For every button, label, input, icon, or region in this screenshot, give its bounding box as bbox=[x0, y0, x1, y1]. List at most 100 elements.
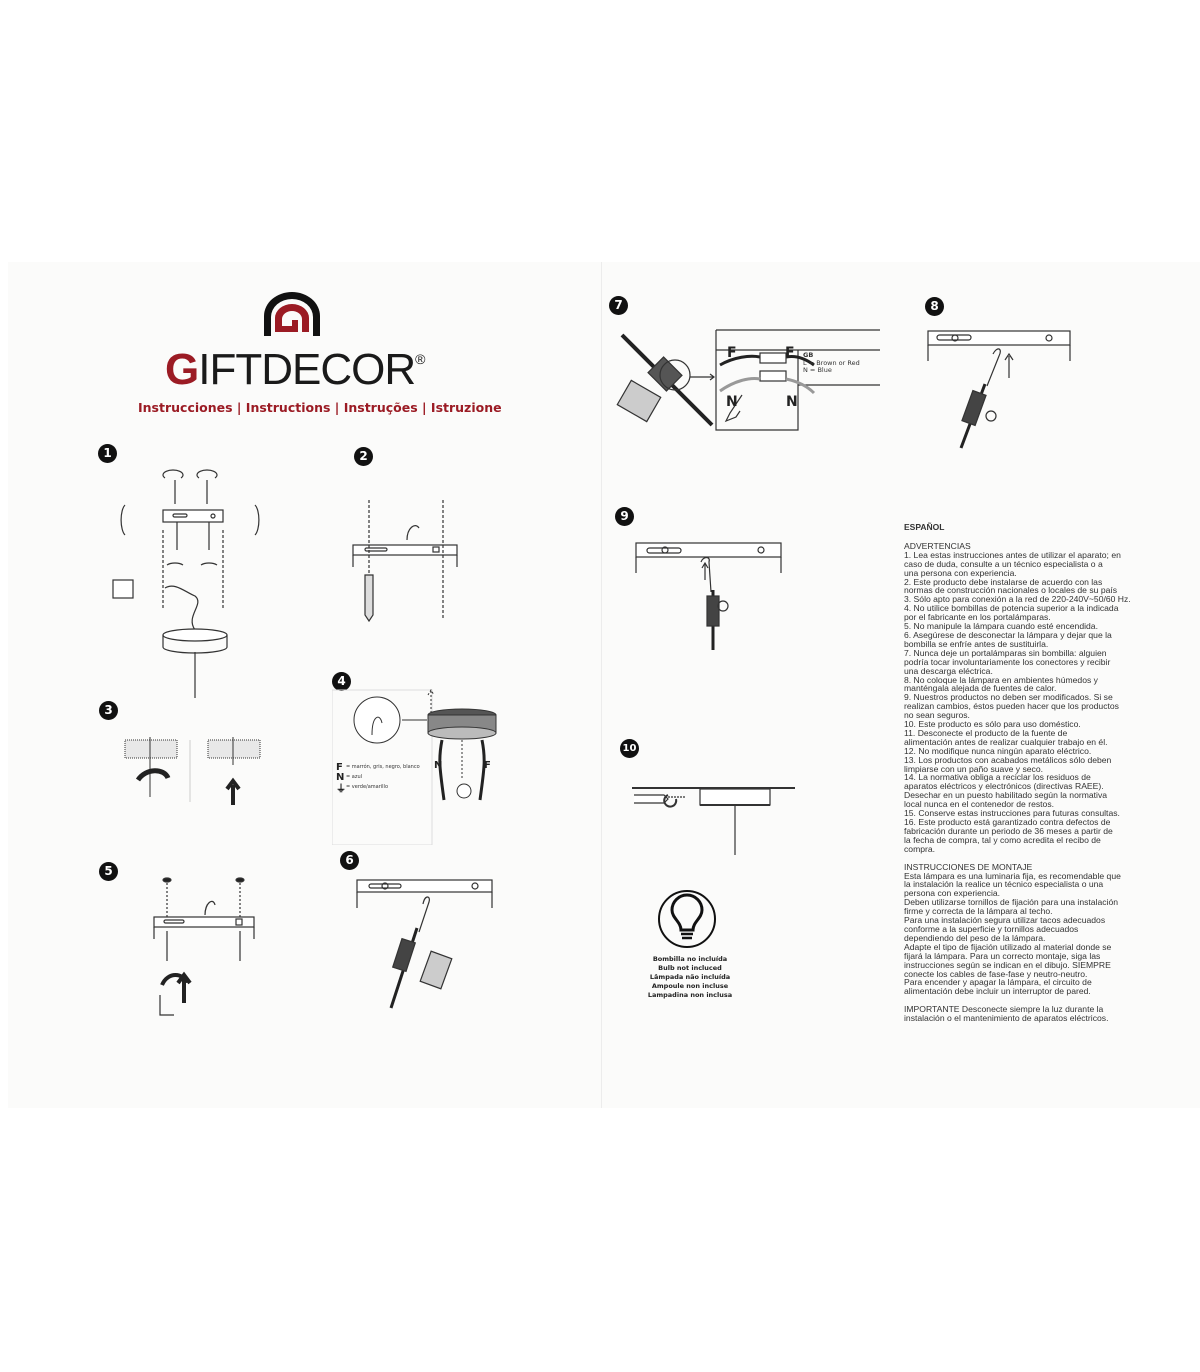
text-line: Deben utilizarse tornillos de fijación p… bbox=[904, 897, 1119, 908]
giftdecor-logo-icon bbox=[264, 292, 320, 336]
neutral-symbol: N bbox=[336, 771, 345, 783]
text-line: dependiendo del peso de la lámpara. bbox=[904, 932, 1046, 943]
bulb-note-pt: Lâmpada não incluída bbox=[649, 973, 731, 982]
text-line: 2. Este producto debe instalarse de acue… bbox=[904, 576, 1103, 587]
step-6-marker: 6 bbox=[340, 851, 359, 870]
bulb-note-es: Bombilla no incluída bbox=[652, 955, 728, 963]
text-line: compra. bbox=[904, 843, 936, 854]
bulb-note-it: Lampadina non inclusa bbox=[647, 991, 733, 1000]
phase-colors: = marrón, gris, negro, blanco bbox=[346, 764, 420, 770]
step-10-marker: 10 bbox=[620, 739, 639, 758]
step-1-marker: 1 bbox=[98, 444, 117, 463]
brand-rest: IFTDECOR bbox=[198, 345, 416, 394]
bulb-note-en: Bulb not incluced bbox=[658, 964, 722, 973]
text-line: Esta lámpara es una luminaria fija, es r… bbox=[904, 870, 1121, 881]
text-line: firme y correcta de la lámpara al techo. bbox=[904, 906, 1053, 917]
text-line: 11. Desconecte el producto de la fuente … bbox=[904, 727, 1068, 738]
step-5-illustration bbox=[153, 877, 255, 1016]
text-line: ADVERTENCIAS bbox=[904, 540, 971, 551]
text-line: podría tocar involuntariamente los conec… bbox=[904, 656, 1111, 667]
text-line: IMPORTANTE Desconecte siempre la luz dur… bbox=[904, 1004, 1104, 1015]
step-8-illustration bbox=[927, 330, 1071, 449]
text-line: aparatos eléctricos y electrónicos (dire… bbox=[904, 781, 1104, 792]
text-line: alimentación antes de realizar cualquier… bbox=[904, 736, 1108, 747]
step-3-illustration bbox=[124, 737, 261, 805]
important-section: IMPORTANTE Desconecte siempre la luz dur… bbox=[904, 1005, 1164, 1023]
step-7-n-right: N bbox=[786, 394, 798, 410]
text-line: realizan cambios, éstos pueden hacer que… bbox=[904, 701, 1119, 712]
bulb-note-fr: Ampoule non incluse bbox=[651, 982, 729, 991]
text-line: instrucciones según se indican en el dib… bbox=[904, 959, 1111, 970]
step-4-marker: 4 bbox=[332, 672, 351, 691]
text-line: local nunca en el contenedor de restos. bbox=[904, 799, 1055, 810]
text-line: Desechar en un puesto habilitado según l… bbox=[904, 790, 1108, 801]
step-2-illustration bbox=[352, 500, 458, 623]
text-line: INSTRUCCIONES DE MONTAJE bbox=[904, 861, 1033, 872]
step-4-f-label: F bbox=[484, 760, 491, 771]
subtitle: Instrucciones | Instructions | Instruçõe… bbox=[138, 400, 502, 415]
text-line: 3. Sólo apto para conexión a la red de 2… bbox=[904, 594, 1131, 605]
step-9-marker: 9 bbox=[615, 507, 634, 526]
text-line: Para una instalación segura utilizar tac… bbox=[904, 915, 1106, 926]
text-line: la fecha de compra, tal y como acredita … bbox=[904, 834, 1101, 845]
step-7-f-right: F bbox=[785, 345, 795, 361]
text-line: por el fabricante en los portalámparas. bbox=[904, 612, 1051, 623]
step-4-n-label: N bbox=[434, 760, 443, 771]
text-line: 8. No coloque la lámpara en ambientes hú… bbox=[904, 674, 1098, 685]
neutral-colors: = azul bbox=[346, 774, 363, 780]
text-line: 6. Asegúrese de desconectar la lámpara y… bbox=[904, 629, 1112, 640]
text-line: una descarga eléctrica. bbox=[904, 665, 993, 676]
phase-symbol: F bbox=[336, 761, 343, 773]
step-6-illustration bbox=[356, 879, 493, 1009]
bulb-not-included-note: Bombilla no incluída Bulb not incluced L… bbox=[640, 955, 740, 1000]
text-line: 15. Conserve estas instrucciones para fu… bbox=[904, 808, 1120, 819]
gb-wire-legend: GB L = Brown or Red N = Blue bbox=[803, 351, 860, 375]
instruction-sheet bbox=[8, 262, 1200, 1108]
page-fold bbox=[601, 262, 602, 1108]
text-line: conforme a la superficie y tornillos ade… bbox=[904, 923, 1079, 934]
text-line: una persona con experiencia. bbox=[904, 567, 1017, 578]
wire-color-legend: F= marrón, gris, negro, blanco N= azul ⏚… bbox=[336, 761, 420, 795]
text-line: Adapte el tipo de fijación utilizado al … bbox=[904, 941, 1112, 952]
text-line: 16. Este producto está garantizado contr… bbox=[904, 817, 1111, 827]
bulb-not-included-icon bbox=[658, 890, 716, 948]
gb-live: L = Brown or Red bbox=[803, 358, 860, 367]
text-line: conecte los cables de fase-fase y neutro… bbox=[904, 968, 1088, 979]
text-line: manténgala alejada de fuentes de calor. bbox=[904, 683, 1057, 694]
text-line: fabricación durante un periodo de 36 mes… bbox=[904, 825, 1113, 836]
text-line: 9. Nuestros productos no deben ser modif… bbox=[904, 692, 1113, 703]
text-line: 1. Lea estas instrucciones antes de util… bbox=[904, 549, 1121, 560]
text-line: normas de construcción nacionales o loca… bbox=[904, 585, 1118, 596]
step-7-marker: 7 bbox=[609, 296, 628, 315]
earth-icon: ⏚ bbox=[336, 783, 346, 795]
step-9-illustration bbox=[635, 542, 782, 650]
text-line: 10. Este producto es sólo para uso domés… bbox=[904, 719, 1081, 730]
text-line: no sean seguros. bbox=[904, 710, 970, 721]
text-line: Para encender y apagar la lámpara, el ci… bbox=[904, 977, 1092, 988]
text-line: 13. Los productos con acabados metálicos… bbox=[904, 754, 1112, 765]
language-heading: ESPAÑOL bbox=[904, 522, 945, 532]
step-7-illustration bbox=[616, 329, 880, 431]
brand-prefix: G bbox=[165, 345, 199, 394]
gb-title: GB bbox=[803, 351, 814, 359]
step-8-marker: 8 bbox=[925, 297, 944, 316]
text-line: 14. La normativa obliga a reciclar los r… bbox=[904, 772, 1091, 783]
brand-name: GIFTDECOR® bbox=[165, 345, 425, 395]
step-3-marker: 3 bbox=[99, 701, 118, 720]
text-line: persona con experiencia. bbox=[904, 888, 1001, 899]
step-7-f-left: F bbox=[727, 345, 737, 361]
gb-neutral: N = Blue bbox=[803, 366, 832, 374]
text-line: 5. No manipule la lámpara cuando esté en… bbox=[904, 621, 1098, 632]
text-line: la instalación la realice un técnico esp… bbox=[904, 879, 1104, 890]
text-line: 4. No utilice bombillas de potencia supe… bbox=[904, 603, 1119, 614]
text-line: 12. No modifique nunca ningún aparato el… bbox=[904, 745, 1092, 756]
step-4-illustration bbox=[332, 689, 497, 845]
step-7-n-left: N bbox=[726, 394, 738, 410]
text-line: alimentación debe incluir un interruptor… bbox=[904, 986, 1091, 997]
step-5-marker: 5 bbox=[99, 862, 118, 881]
text-line: limpiarse con un paño suave y seco. bbox=[904, 763, 1044, 774]
text-line: instalación o el mantenimiento de aparat… bbox=[904, 1013, 1109, 1024]
